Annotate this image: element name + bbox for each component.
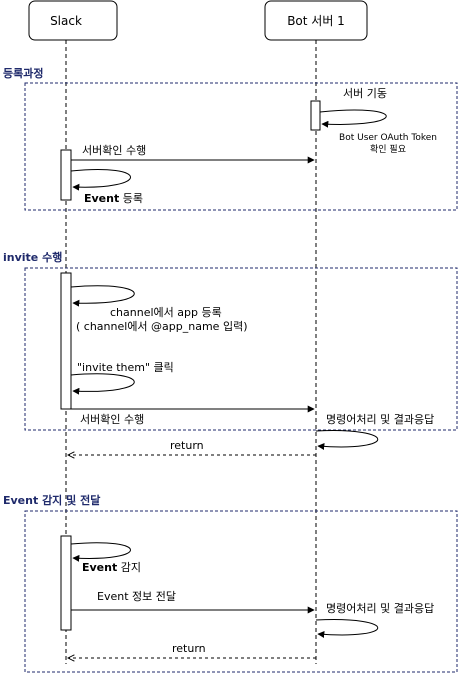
note-oauth-line2: 확인 필요 [370,143,406,155]
activation-slack-2 [60,272,72,410]
activation-slack-1 [60,149,72,201]
label-return-2: return [172,642,206,655]
self-arrow-command-process-2 [315,619,379,638]
section-register-frame [24,82,458,211]
label-server-start: 서버 기동 [343,87,387,100]
participant-bot-label: Bot 서버 1 [287,14,345,28]
self-arrow-invite-click [70,373,135,395]
label-check-server-2: 서버확인 수행 [80,413,144,426]
section-register-title: 등록과정 [3,66,43,80]
participant-slack: Slack [28,0,118,41]
activation-bot-1 [310,100,321,131]
label-command-process-2: 명령어처리 및 결과응답 [326,602,434,615]
participant-slack-label: Slack [50,14,82,28]
self-arrow-channel-app [70,285,135,307]
self-arrow-bot-start [319,109,387,128]
label-command-process-1: 명령어처리 및 결과응답 [326,413,434,426]
participant-bot: Bot 서버 1 [264,0,368,41]
self-arrow-command-process-1 [315,430,379,450]
self-arrow-event-detect [70,542,131,562]
label-event-register: Event 등록 [84,192,143,205]
label-channel-app-line1: channel에서 app 등록 [110,306,222,319]
label-event-register-rest: 등록 [119,192,143,205]
label-return-1: return [170,439,204,452]
label-event-register-strong: Event [84,192,119,205]
section-invite-frame [24,267,458,431]
section-event-frame [24,510,458,673]
label-event-detect-rest: 감지 [117,561,141,574]
section-event-title: Event 감지 및 전달 [3,493,100,507]
activation-slack-3 [60,535,72,631]
label-event-send: Event 정보 전달 [97,590,176,603]
label-check-server-1: 서버확인 수행 [82,144,146,157]
label-invite-click: "invite them" 클릭 [77,361,174,374]
label-event-detect: Event 감지 [82,561,141,574]
label-channel-app-line2: ( channel에서 @app_name 입력) [76,320,247,333]
note-oauth-line1: Bot User OAuth Token [339,133,437,143]
label-event-detect-strong: Event [82,561,117,574]
section-invite-title: invite 수행 [3,250,62,264]
self-arrow-event-register [70,169,131,191]
